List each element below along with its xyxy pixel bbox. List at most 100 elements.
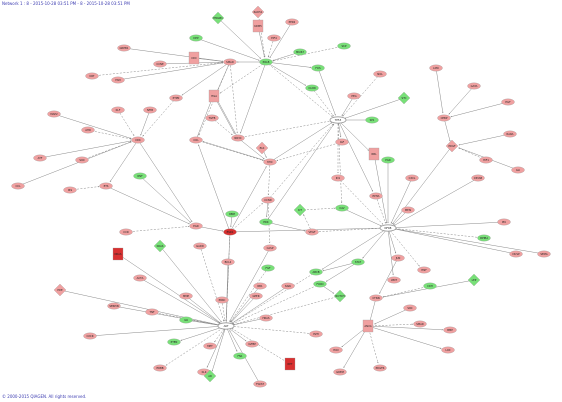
network-node[interactable]: SERPIN: [107, 302, 121, 310]
network-node[interactable]: ETS: [99, 182, 113, 190]
network-node[interactable]: ANXA: [362, 319, 374, 333]
network-node[interactable]: CCND: [261, 196, 275, 204]
network-node[interactable]: CLDN: [305, 84, 319, 92]
network-node[interactable]: SOX: [75, 156, 89, 164]
network-node[interactable]: RBL: [368, 147, 380, 161]
network-node[interactable]: SMAD: [223, 58, 237, 66]
network-node[interactable]: FOXO: [313, 280, 327, 288]
network-node[interactable]: GLI: [511, 166, 525, 174]
network-node[interactable]: CCL: [11, 182, 25, 190]
network-node[interactable]: ITGA: [208, 89, 220, 103]
network-node[interactable]: PTPN: [169, 94, 183, 102]
network-node[interactable]: PDGF: [445, 139, 459, 153]
network-node[interactable]: PTEN: [167, 338, 181, 346]
network-node[interactable]: RB1: [253, 282, 267, 290]
network-node[interactable]: RBM: [225, 210, 239, 218]
network-node[interactable]: ATF: [33, 154, 47, 162]
network-node[interactable]: TGFB: [205, 114, 219, 122]
network-node[interactable]: STAT: [351, 258, 365, 266]
network-node[interactable]: LEP: [467, 273, 481, 287]
network-node[interactable]: ACTA: [133, 274, 147, 282]
network-node[interactable]: SP1: [365, 116, 379, 124]
network-node[interactable]: PRKC: [215, 296, 229, 304]
network-node[interactable]: MEIS: [401, 206, 415, 214]
network-node[interactable]: MAP2: [47, 110, 61, 118]
network-node[interactable]: HIF1: [479, 156, 493, 164]
network-node[interactable]: ESR1: [223, 228, 237, 236]
network-node[interactable]: EZH: [309, 330, 323, 338]
network-node[interactable]: POLB: [259, 58, 273, 66]
network-node[interactable]: CDK: [131, 136, 145, 144]
network-node[interactable]: RAD51: [251, 5, 265, 19]
network-node[interactable]: IGF: [335, 138, 349, 146]
network-node[interactable]: CDH: [423, 282, 437, 290]
network-node[interactable]: TWIST: [253, 380, 267, 388]
network-node[interactable]: IGFBP: [245, 340, 259, 348]
network-node[interactable]: PGR: [381, 156, 395, 164]
network-node[interactable]: LOX: [441, 346, 455, 354]
network-node[interactable]: DUSP: [509, 250, 523, 258]
network-node[interactable]: PIK: [497, 218, 511, 226]
network-node[interactable]: HOX: [329, 346, 343, 354]
network-node[interactable]: CCR: [119, 228, 133, 236]
network-node[interactable]: NFIB: [143, 106, 157, 114]
network-node[interactable]: KDM5: [252, 19, 264, 33]
network-node[interactable]: CTNN: [369, 294, 383, 302]
network-node[interactable]: FGF: [261, 264, 275, 272]
network-node[interactable]: LMO: [429, 64, 443, 72]
network-node[interactable]: NRAS: [112, 247, 124, 261]
network-node[interactable]: PER2: [285, 18, 299, 26]
network-node[interactable]: TP53: [329, 116, 347, 124]
network-node[interactable]: SEMA: [537, 250, 551, 258]
network-node[interactable]: ERBB: [153, 364, 167, 372]
network-node[interactable]: CASP: [263, 244, 277, 252]
network-node[interactable]: KRAS: [153, 239, 167, 253]
network-node[interactable]: KIT: [293, 203, 307, 217]
network-node[interactable]: CEBP: [437, 114, 451, 122]
network-node[interactable]: SMAR: [413, 320, 427, 328]
network-node[interactable]: CDC: [188, 51, 200, 65]
network-node[interactable]: IL6: [179, 316, 193, 324]
network-node[interactable]: KLF: [111, 106, 125, 114]
network-node[interactable]: FOS: [311, 64, 325, 72]
network-node[interactable]: GREB1: [117, 44, 131, 52]
network-node[interactable]: RET: [284, 357, 296, 371]
network-node[interactable]: HMGB1: [211, 11, 225, 25]
network-node[interactable]: GREM: [333, 368, 347, 376]
network-node[interactable]: GADD: [193, 242, 207, 250]
network-node[interactable]: NOTCH: [333, 289, 347, 303]
network-node[interactable]: PEG: [347, 92, 361, 100]
network-node[interactable]: CCNE: [153, 60, 167, 68]
network-node[interactable]: WNT: [387, 276, 401, 284]
network-node[interactable]: SRC: [403, 304, 417, 312]
network-node[interactable]: GPER: [249, 292, 263, 300]
network-node[interactable]: MET: [203, 342, 217, 350]
network-node[interactable]: EGF: [501, 98, 515, 106]
network-node[interactable]: PDE: [53, 283, 67, 297]
network-node[interactable]: SNAI: [281, 282, 295, 290]
network-node[interactable]: SKP: [337, 42, 351, 50]
network-node[interactable]: ERK: [259, 218, 273, 226]
network-node[interactable]: MKI67: [293, 48, 307, 56]
network-node[interactable]: MYC: [263, 158, 277, 166]
network-node[interactable]: RNF: [133, 172, 147, 180]
network-node[interactable]: AR: [203, 369, 217, 383]
network-node[interactable]: PDGFR: [373, 364, 387, 372]
network-node[interactable]: EIF4: [267, 34, 281, 42]
network-node[interactable]: DPP: [189, 34, 203, 42]
network-node[interactable]: KRT: [85, 72, 99, 80]
network-node[interactable]: NOL: [373, 70, 387, 78]
network-node[interactable]: AKT: [217, 322, 235, 330]
network-node[interactable]: CAV: [335, 204, 349, 212]
network-node[interactable]: ID1: [331, 174, 345, 182]
network-node[interactable]: FAM: [111, 76, 125, 84]
network-node[interactable]: NFKB: [379, 224, 397, 232]
network-node[interactable]: STC: [397, 91, 411, 105]
network-node[interactable]: CRYAB: [471, 174, 485, 182]
network-node[interactable]: HRAS: [259, 314, 273, 322]
network-node[interactable]: ABCB: [309, 268, 323, 276]
network-node[interactable]: COL: [189, 136, 203, 144]
network-node[interactable]: IRS: [63, 186, 77, 194]
network-node[interactable]: RARA: [503, 130, 517, 138]
network-node[interactable]: FN1: [233, 352, 247, 360]
